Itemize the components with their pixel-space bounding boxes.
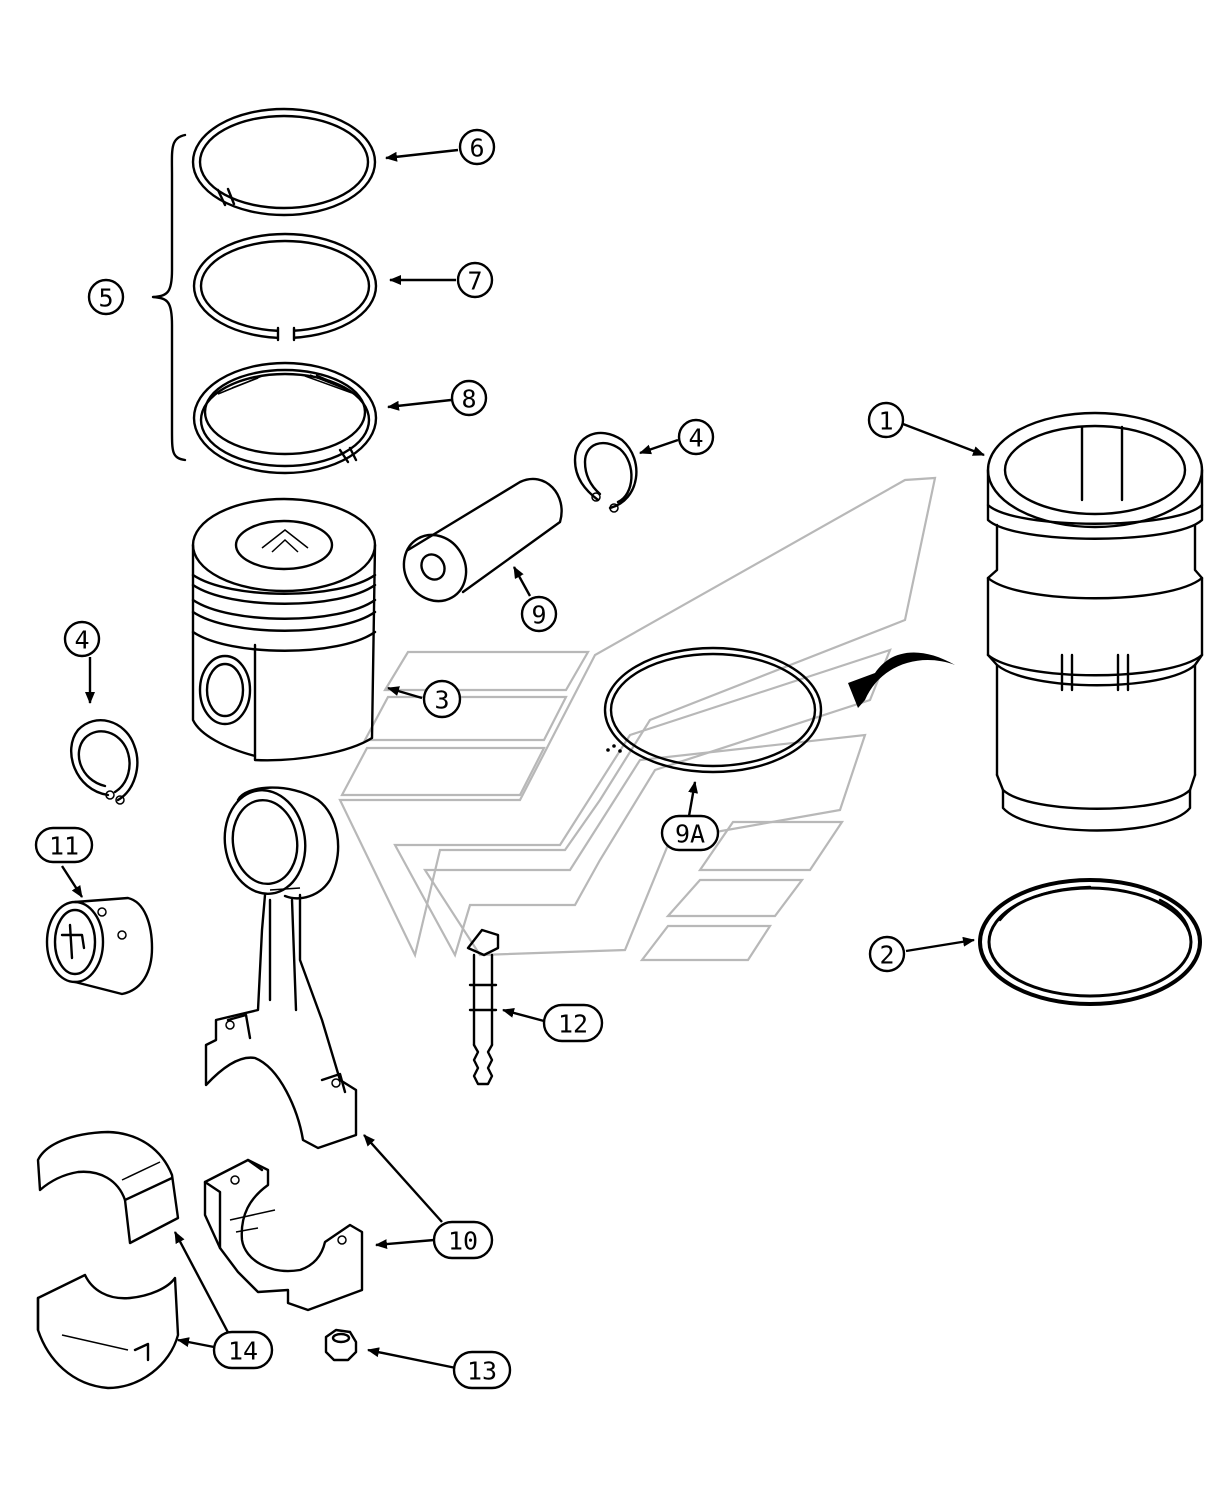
callout-2: 2 [868, 935, 906, 973]
callout-5-label: 5 [98, 284, 113, 313]
callout-4-lower: 4 [63, 620, 101, 658]
callout-8: 8 [450, 379, 488, 417]
rod-nut [324, 1328, 358, 1362]
o-ring [603, 646, 823, 774]
callout-5: 5 [87, 278, 125, 316]
callout-12-label: 12 [558, 1010, 588, 1039]
snap-ring-lower [69, 719, 139, 805]
snap-ring-upper [573, 431, 638, 513]
callout-11-label: 11 [49, 832, 79, 861]
callout-3-label: 3 [434, 686, 449, 715]
liner-seal-ring [978, 878, 1202, 1006]
rod-bearing-upper [36, 1130, 180, 1245]
callout-14-label: 14 [228, 1337, 258, 1366]
callout-13: 13 [452, 1350, 512, 1390]
connecting-rod-cap [203, 1158, 364, 1312]
callout-9a-label: 9A [675, 820, 705, 849]
callout-1: 1 [867, 401, 905, 439]
piston-pin [402, 477, 563, 603]
compression-ring-second [192, 232, 378, 342]
callout-4-upper: 4 [677, 418, 715, 456]
rod-bearing-lower [36, 1273, 180, 1390]
callout-14: 14 [212, 1330, 274, 1370]
callout-4-upper-label: 4 [688, 424, 703, 453]
callout-10: 10 [432, 1220, 494, 1260]
callout-3: 3 [422, 679, 462, 719]
compression-ring-top [191, 107, 377, 217]
watermark-logo [338, 476, 937, 962]
callout-13-label: 13 [467, 1357, 497, 1386]
callout-1-label: 1 [878, 407, 893, 436]
callout-9: 9 [520, 595, 558, 633]
callout-12: 12 [542, 1003, 604, 1043]
callout-10-label: 10 [448, 1227, 478, 1256]
insertion-arrow-icon [848, 652, 955, 708]
callout-9a: 9A [660, 814, 720, 852]
cylinder-liner [986, 411, 1204, 832]
callout-2-label: 2 [879, 941, 894, 970]
leader-lines [60, 148, 985, 1370]
oil-control-ring [192, 361, 378, 475]
callout-4-lower-label: 4 [74, 626, 89, 655]
piston-pin-bushing [45, 896, 154, 996]
rod-bolt [466, 928, 500, 1086]
callout-8-label: 8 [461, 385, 476, 414]
callout-7-label: 7 [467, 267, 482, 296]
connecting-rod [204, 786, 358, 1150]
callout-6-label: 6 [469, 134, 484, 163]
callout-11: 11 [34, 826, 94, 864]
callout-6: 6 [458, 128, 496, 166]
ring-set-bracket [151, 133, 187, 462]
callout-7: 7 [456, 261, 494, 299]
callout-9-label: 9 [531, 601, 546, 630]
piston [191, 497, 377, 762]
